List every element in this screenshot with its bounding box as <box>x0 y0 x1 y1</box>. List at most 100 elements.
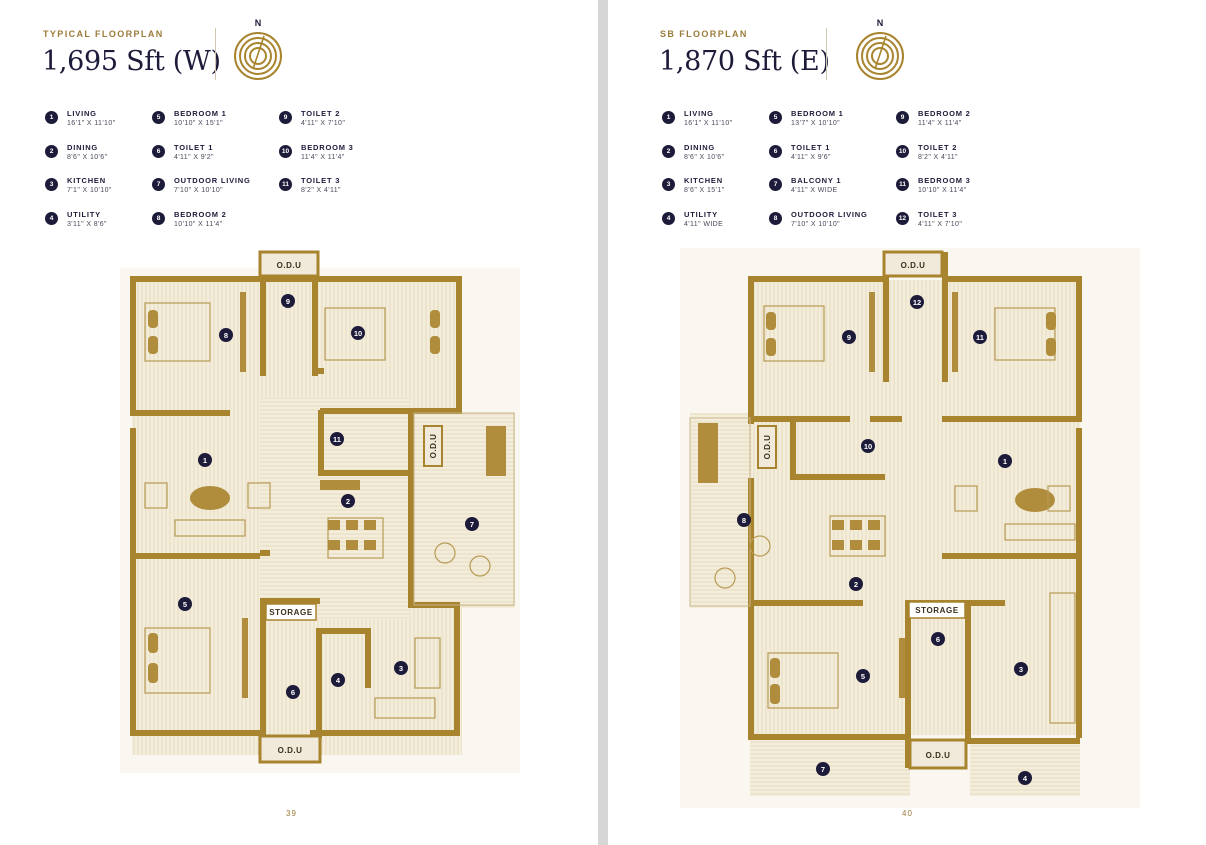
legend-room-dimension: 8'6" X 15'1" <box>684 187 725 194</box>
legend-room-dimension: 13'7" X 10'10" <box>791 120 841 127</box>
legend-number: 11 <box>279 178 292 191</box>
title-divider <box>215 28 216 80</box>
room-marker-11: 11 <box>330 432 344 446</box>
legend-number: 6 <box>152 145 165 158</box>
legend-room-name: TOILET 3 <box>301 176 341 185</box>
room-marker-5: 5 <box>856 669 870 683</box>
legend-number: 4 <box>45 212 58 225</box>
room-marker-9: 9 <box>842 330 856 344</box>
room-marker-11: 11 <box>973 330 987 344</box>
legend-number: 3 <box>45 178 58 191</box>
svg-text:10: 10 <box>354 329 362 338</box>
legend-room-name: BEDROOM 1 <box>791 109 844 118</box>
legend-room-dimension: 11'4" X 11'4" <box>918 120 962 127</box>
legend-room-dimension: 7'10" X 10'10" <box>791 221 841 228</box>
legend-room-dimension: 4'11" X 9'6" <box>791 154 831 161</box>
svg-text:1: 1 <box>203 456 207 465</box>
svg-text:7: 7 <box>470 520 474 529</box>
legend-item: 11 TOILET 3 8'2" X 4'11" <box>279 175 399 201</box>
page-eyebrow: SB FLOORPLAN <box>660 29 748 39</box>
svg-text:3: 3 <box>1019 665 1023 674</box>
legend-room-dimension: 4'11" X WIDE <box>791 187 838 194</box>
svg-text:6: 6 <box>936 635 940 644</box>
svg-text:9: 9 <box>286 297 290 306</box>
legend-room-dimension: 8'2" X 4'11" <box>918 154 958 161</box>
legend-room-dimension: 11'4" X 11'4" <box>301 154 345 161</box>
legend-room-dimension: 8'2" X 4'11" <box>301 187 341 194</box>
legend-number: 12 <box>896 212 909 225</box>
compass-north-label: N <box>877 18 884 28</box>
odu-label: O.D.U <box>901 261 926 270</box>
room-marker-1: 1 <box>198 453 212 467</box>
svg-text:5: 5 <box>183 600 187 609</box>
legend-room-name: UTILITY <box>67 210 101 219</box>
legend-room-name: BEDROOM 2 <box>918 109 971 118</box>
room-marker-4: 4 <box>331 673 345 687</box>
legend-number: 1 <box>662 111 675 124</box>
room-marker-12: 12 <box>910 295 924 309</box>
room-marker-3: 3 <box>1014 662 1028 676</box>
legend-room-name: TOILET 1 <box>791 143 831 152</box>
svg-text:4: 4 <box>336 676 341 685</box>
room-marker-4: 4 <box>1018 771 1032 785</box>
room-marker-5: 5 <box>178 597 192 611</box>
legend-room-name: TOILET 2 <box>301 109 341 118</box>
svg-text:6: 6 <box>291 688 295 697</box>
compass-north-label: N <box>255 18 262 28</box>
room-marker-7: 7 <box>465 517 479 531</box>
legend-room-name: DINING <box>684 143 716 152</box>
svg-text:8: 8 <box>224 331 228 340</box>
legend-room-name: TOILET 3 <box>918 210 958 219</box>
odu-label: O.D.U <box>429 434 438 459</box>
legend-number: 4 <box>662 212 675 225</box>
legend-item: 5 BEDROOM 1 13'7" X 10'10" <box>769 108 889 134</box>
storage-label: STORAGE <box>915 606 959 615</box>
svg-text:12: 12 <box>913 298 921 307</box>
odu-label: O.D.U <box>278 746 303 755</box>
legend-room-dimension: 10'10" X 11'4" <box>174 221 223 228</box>
legend-room-dimension: 8'6" X 10'6" <box>67 154 108 161</box>
floorplan-drawing-east: O.D.U O.D.U O.D.U STORAGE <box>680 248 1140 808</box>
page-gutter <box>598 0 608 845</box>
room-marker-6: 6 <box>931 632 945 646</box>
legend-room-name: LIVING <box>684 109 714 118</box>
legend-room-name: BEDROOM 3 <box>301 143 354 152</box>
legend-number: 10 <box>279 145 292 158</box>
legend-room-name: OUTDOOR LIVING <box>174 176 251 185</box>
svg-text:2: 2 <box>854 580 858 589</box>
page-number: 39 <box>286 809 297 818</box>
legend-number: 5 <box>769 111 782 124</box>
legend-number: 3 <box>662 178 675 191</box>
room-marker-10: 10 <box>861 439 875 453</box>
legend-room-name: KITCHEN <box>684 176 723 185</box>
legend-room-name: TOILET 1 <box>174 143 214 152</box>
legend-number: 10 <box>896 145 909 158</box>
svg-text:7: 7 <box>821 765 825 774</box>
legend-number: 6 <box>769 145 782 158</box>
page-title: 1,695 Sft (W) <box>42 46 221 77</box>
legend-number: 9 <box>279 111 292 124</box>
legend-number: 2 <box>662 145 675 158</box>
svg-text:1: 1 <box>1003 457 1007 466</box>
page-number: 40 <box>902 809 913 818</box>
legend-number: 5 <box>152 111 165 124</box>
legend-number: 7 <box>769 178 782 191</box>
room-marker-6: 6 <box>286 685 300 699</box>
room-marker-3: 3 <box>394 661 408 675</box>
legend-item: 3 KITCHEN 8'6" X 15'1" <box>662 175 782 201</box>
room-marker-9: 9 <box>281 294 295 308</box>
legend-number: 7 <box>152 178 165 191</box>
